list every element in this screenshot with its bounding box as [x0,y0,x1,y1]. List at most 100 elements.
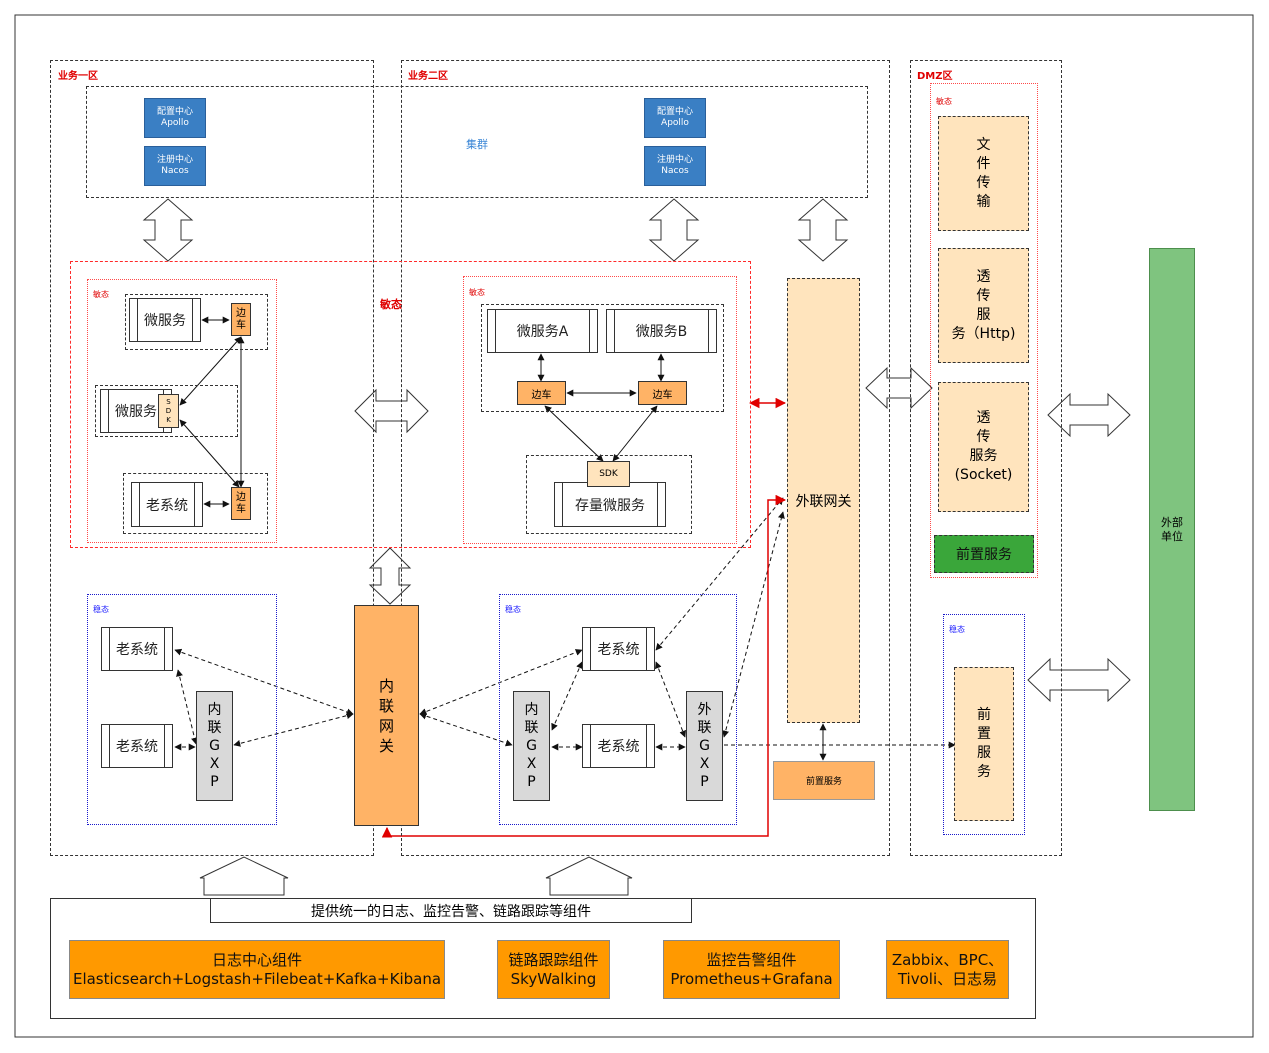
microservice-b-label: 微服务B [635,324,688,340]
gxp-char: P [527,774,536,790]
dmz-stable-label: 稳态 [949,625,965,634]
others-component[interactable]: Zabbix、BPC、Tivoli、日志易 [886,940,1009,999]
text-line: 传 [976,174,991,191]
legacy-box-stable-1[interactable]: 老系统 [101,627,173,671]
ms-group-3 [123,473,268,534]
front-service-gateway[interactable]: 前置服务 [773,761,875,800]
text-line: 文 [976,136,991,153]
legacy-label: 老系统 [116,739,158,755]
sidecar-box-1[interactable]: 边车 [231,303,251,336]
gxp-char: 外 [697,702,712,718]
sidecar-char: 车 [236,319,246,331]
dlink-legacy-gxp [176,669,198,745]
front-service-dmz[interactable]: 前置服务 [954,667,1014,821]
microservice-label: 微服务 [115,404,157,420]
passthrough-socket-box[interactable]: 透传服务(Socket) [938,382,1029,512]
agile-left-label: 敏态 [93,290,109,299]
gateway-char: 联 [378,696,394,715]
sidecar-label: 边车 [652,389,673,401]
cluster-label: 集群 [466,138,488,151]
stable-right-subzone [499,594,737,825]
zone-business-2-title: 业务二区 [408,71,448,82]
double-arrow-gateway-top [797,198,849,262]
gxp-char: 联 [524,720,539,736]
gateway-char: 内 [378,676,394,695]
existing-microservice-box[interactable]: 存量微服务 [554,482,666,527]
sidecar-a-box[interactable]: 边车 [517,381,566,405]
zone-dmz-title: DMZ区 [917,71,953,82]
text-line: 服务 [969,448,998,464]
microservice-box-1[interactable]: 微服务 [129,298,201,342]
sdk-char: K [166,415,171,424]
registry-label: 注册中心 [156,155,193,165]
text-line: SkyWalking [510,969,597,988]
legacy-box-stable-2[interactable]: 老系统 [101,724,173,768]
bottom-banner: 提供统一的日志、监控告警、链路跟踪等组件 [210,898,692,923]
stable-right-label: 稳态 [505,605,521,614]
dmz-agile-label: 敏态 [936,97,952,106]
dlink-legacy-internalgw [174,648,354,716]
zone-business-1-title: 业务一区 [58,71,98,82]
link-sdk-sidecar [179,419,240,488]
sidecar-box-2[interactable]: 边车 [231,487,251,520]
dmz-agile-zone [930,83,1038,578]
external-gateway-label: 外联网关 [795,493,852,510]
zone-business-2 [401,60,890,856]
sidecar-b-box[interactable]: 边车 [638,381,687,405]
agile-right-label: 敏态 [469,288,485,297]
gxp-char: P [210,774,219,790]
passthrough-http-box[interactable]: 透传服务（Http) [938,248,1029,363]
front-service-green[interactable]: 前置服务 [934,535,1034,573]
config-center-label: 配置中心 [156,107,193,117]
link-sidecar-sdk [179,336,242,406]
cluster-box [86,86,868,198]
gxp-char: G [209,738,220,754]
gateway-char: 关 [378,736,394,755]
external-unit[interactable]: 外部单位 [1149,248,1195,811]
legacy-label: 老系统 [597,642,640,658]
microservice-label: 微服务 [144,313,186,329]
external-gateway[interactable]: 外联网关 [787,278,860,723]
microservice-a-box[interactable]: 微服务A [487,309,598,353]
text-line: Tivoli、日志易 [897,969,998,988]
double-arrow-external-1 [1047,392,1131,438]
link-sidecar-sdk-3 [612,405,658,462]
legacy-box-stable-4[interactable]: 老系统 [582,724,655,768]
text-line: 透 [976,268,991,285]
gateway-char: 网 [378,716,394,735]
sidecar-char: 边 [236,307,246,319]
up-arrow-bottom-right [545,856,633,896]
legacy-box-agile[interactable]: 老系统 [131,482,203,527]
ms-ab-group [481,304,724,412]
legacy-box-stable-3[interactable]: 老系统 [582,627,655,671]
sidecar-label: 边车 [531,389,552,401]
existing-ms-group [526,455,692,534]
microservice-b-box[interactable]: 微服务B [606,309,717,353]
sdk-box-2[interactable]: SDK [587,461,630,487]
file-transfer-box[interactable]: 文件传输 [938,116,1029,231]
text-line: 日志中心组件 [211,950,302,969]
text-line: 服 [976,306,991,323]
gxp-char: P [700,774,709,790]
nacos-label: Nacos [661,166,689,176]
text-line: 件 [976,155,991,172]
gxp-char: 联 [697,720,712,736]
internal-gateway[interactable]: 内联网关 [354,605,419,826]
text-line: 监控告警组件 [706,950,797,969]
gxp-char: X [526,756,537,772]
text-line: 传 [976,429,991,445]
text-line: 务 [977,764,991,780]
outer-frame [14,14,1254,1038]
